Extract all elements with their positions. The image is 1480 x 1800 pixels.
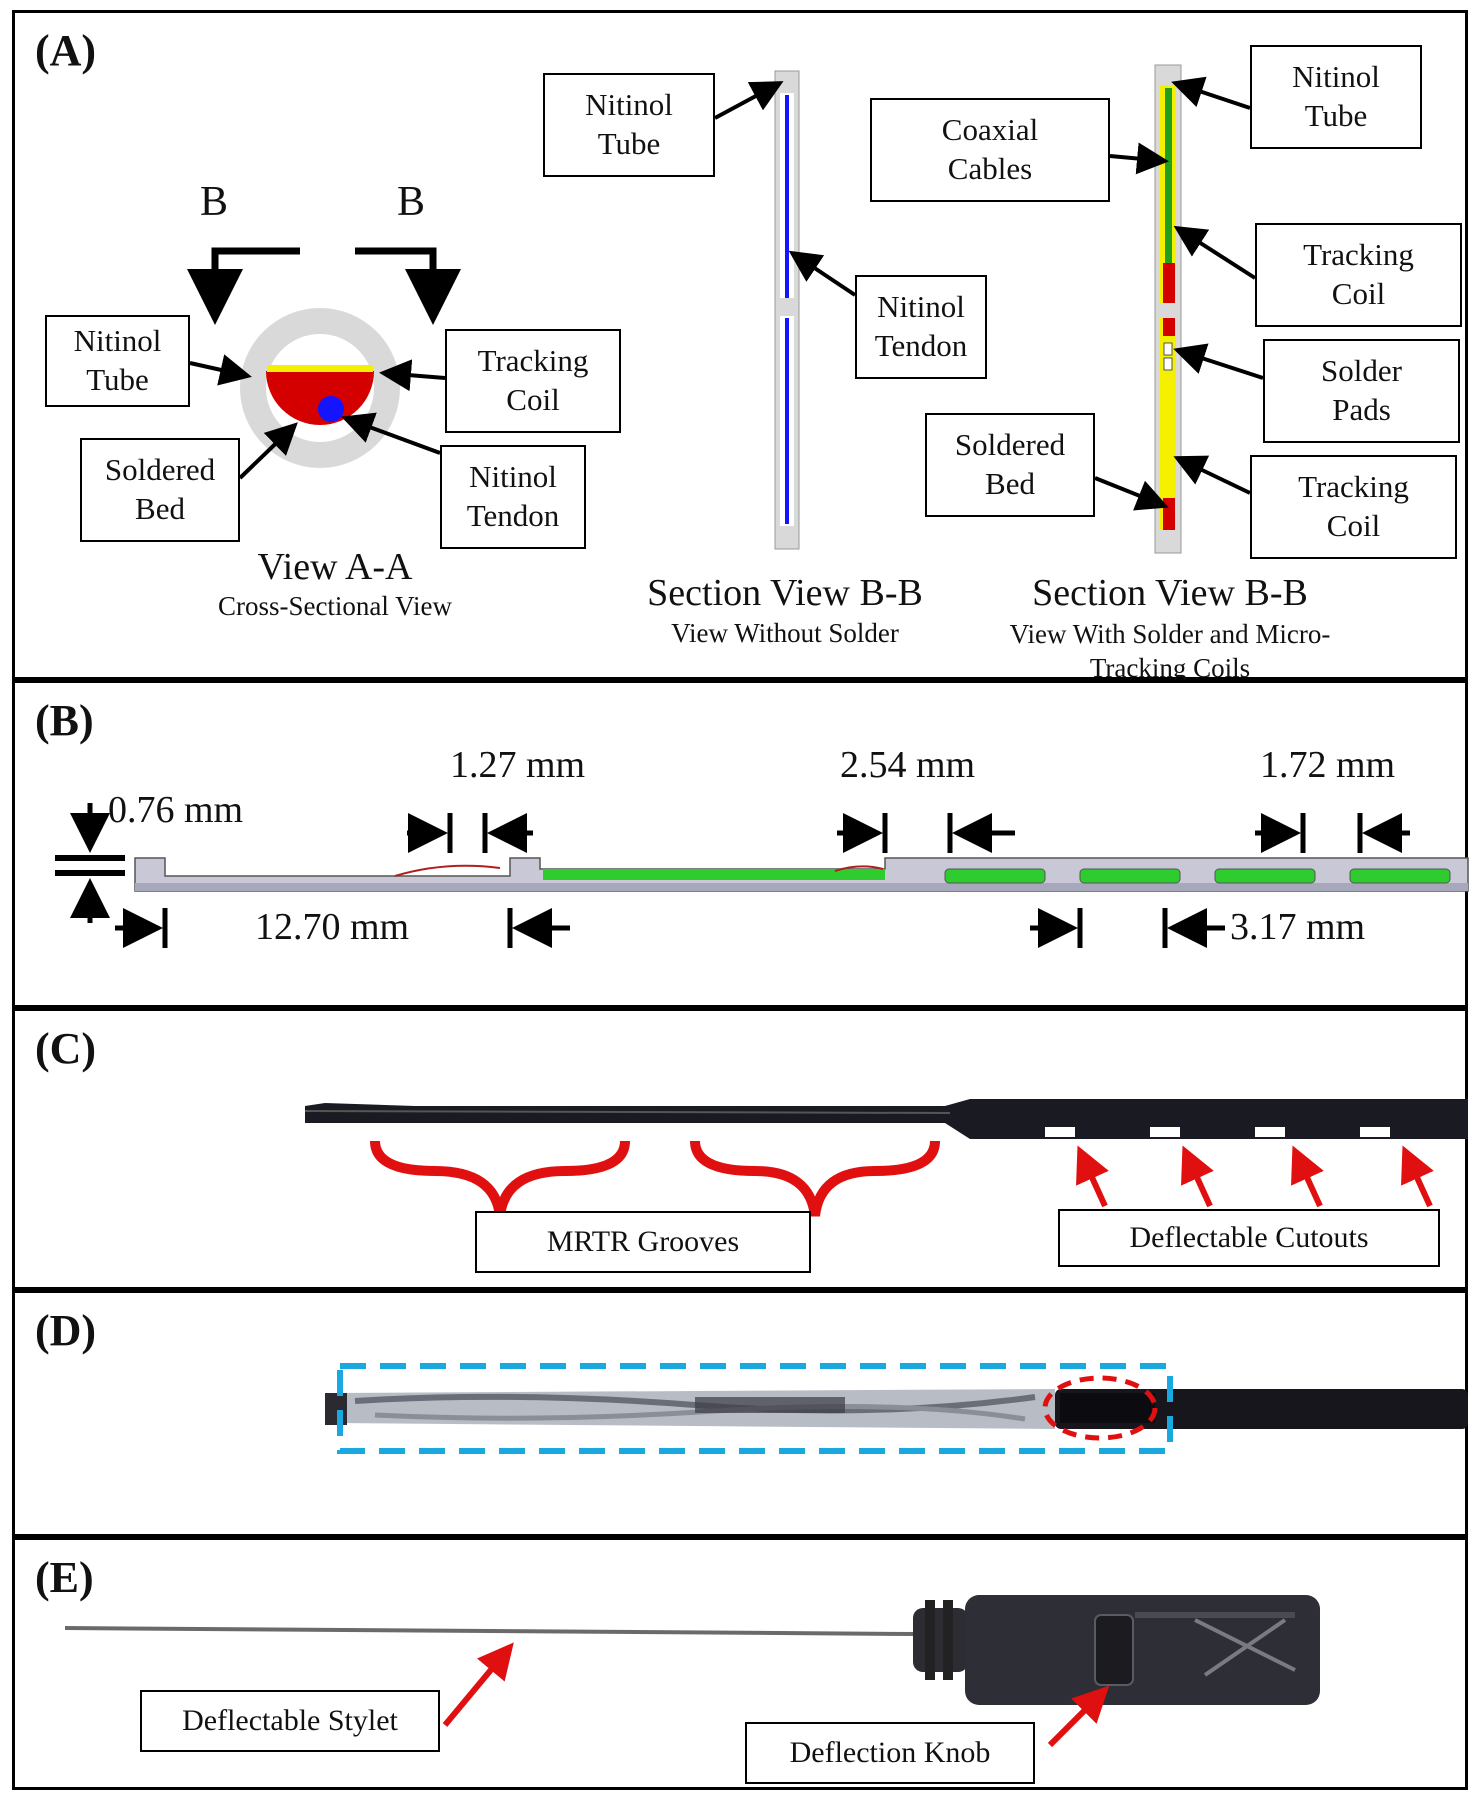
mrtr-groove-green xyxy=(543,869,885,880)
dim-2-54: 2.54 mm xyxy=(840,744,976,786)
dim-1-72: 1.72 mm xyxy=(1260,744,1396,786)
dim-12-70: 12.70 mm xyxy=(255,906,410,948)
stylet-photo xyxy=(305,1099,1468,1139)
label-tracking-coil-a: Tracking Coil xyxy=(445,329,621,433)
section-mark-right: B xyxy=(397,179,426,225)
arrow-bed xyxy=(238,422,298,480)
cutout-arrow-4 xyxy=(1401,1145,1434,1208)
section-mark-left: B xyxy=(200,179,229,225)
section-with-solder-subtitle: View With Solder and Micro- Tracking Coi… xyxy=(1009,619,1331,683)
groove-bracket-1 xyxy=(370,1140,630,1217)
stylet-assembly-drawing xyxy=(325,1363,1468,1454)
stylet-outer xyxy=(1055,1389,1468,1429)
label-nitinol-tendon-b: Nitinol Tendon xyxy=(855,275,987,379)
section-bracket-right xyxy=(355,247,461,325)
coaxial-wire xyxy=(394,864,501,877)
dim-1-27: 1.27 mm xyxy=(450,744,586,786)
label-deflectable-cutouts: Deflectable Cutouts xyxy=(1058,1209,1440,1267)
panel-e: (E) Deflectable Stylet Deflection Knob xyxy=(12,1537,1468,1790)
label-ws-coaxial-cables: Coaxial Cables xyxy=(870,98,1110,202)
coaxial-wire-2 xyxy=(834,865,884,872)
cutout-arrow-2 xyxy=(1181,1145,1214,1208)
cutout-arrow-3 xyxy=(1291,1145,1324,1208)
panel-c: (C) MRTR Grooves Deflectable Cutouts xyxy=(12,1008,1468,1290)
arrow-no-solder-tendon xyxy=(788,250,857,297)
section-no-solder-drawing xyxy=(774,70,800,550)
arrow-ws-bed xyxy=(1094,476,1169,511)
label-mrtr-grooves: MRTR Grooves xyxy=(475,1211,811,1273)
dim-0-76: 0.76 mm xyxy=(108,789,244,831)
arrow-coil xyxy=(379,359,446,392)
panel-label-a: (A) xyxy=(35,26,97,75)
arrow-ws-coil2 xyxy=(1173,455,1251,495)
section-no-solder-title: Section View B-B xyxy=(647,572,923,614)
label-ws-tracking-coil-2: Tracking Coil xyxy=(1250,455,1457,559)
cross-section-drawing xyxy=(187,64,1264,554)
stylet-dimension-drawing xyxy=(55,803,1469,948)
section-with-solder-title: Section View B-B xyxy=(1032,572,1308,614)
label-deflection-knob: Deflection Knob xyxy=(745,1722,1035,1784)
view-aa-title: View A-A xyxy=(257,546,413,588)
cutout-arrow-1 xyxy=(1076,1145,1109,1208)
section-bracket-left xyxy=(187,247,300,325)
stylet-wire xyxy=(65,1626,915,1636)
deflectable-cutouts xyxy=(944,868,1451,884)
panel-label-b: (B) xyxy=(35,696,94,745)
panel-label-d: (D) xyxy=(35,1306,97,1355)
knob-arrow xyxy=(1047,1685,1110,1748)
view-aa-subtitle: Cross-Sectional View xyxy=(217,591,453,621)
tendon-dot xyxy=(318,396,344,422)
highlight-ellipse xyxy=(1042,1375,1158,1441)
label-nitinol-tube-a: Nitinol Tube xyxy=(45,315,190,407)
label-nitinol-tendon-a: Nitinol Tendon xyxy=(440,445,586,549)
handle-body xyxy=(965,1595,1320,1705)
soldered-bed-shape xyxy=(266,371,374,425)
label-deflectable-stylet: Deflectable Stylet xyxy=(140,1690,440,1752)
arrow-tendon xyxy=(341,412,441,455)
dashed-region-box xyxy=(337,1363,1173,1454)
label-soldered-bed-a: Soldered Bed xyxy=(80,438,240,542)
stylet-handle-drawing xyxy=(65,1595,1320,1748)
panel-label-e: (E) xyxy=(35,1553,94,1602)
groove-bracket-2 xyxy=(690,1140,940,1217)
tracking-coil-band xyxy=(267,365,373,372)
label-ws-nitinol-tube: Nitinol Tube xyxy=(1250,45,1422,149)
dim-3-17: 3.17 mm xyxy=(1230,906,1366,948)
label-ws-tracking-coil-1: Tracking Coil xyxy=(1255,223,1462,327)
section-with-solder-drawing xyxy=(1154,64,1182,554)
stylet-shadow xyxy=(135,883,1468,891)
label-ws-solder-pads: Solder Pads xyxy=(1263,339,1460,443)
arrow-tube xyxy=(189,354,252,386)
arrow-ws-coil1 xyxy=(1173,225,1257,280)
panel-label-c: (C) xyxy=(35,1024,97,1073)
panel-a: (A) B B xyxy=(12,10,1468,683)
arrow-no-solder-tube xyxy=(714,81,784,120)
arrow-ws-pads xyxy=(1173,343,1264,380)
label-nitinol-tube-b: Nitinol Tube xyxy=(543,73,715,177)
deflection-knob xyxy=(913,1608,968,1672)
stylet-arrow xyxy=(442,1642,514,1727)
arrow-ws-tube xyxy=(1171,76,1251,110)
label-ws-soldered-bed: Soldered Bed xyxy=(925,413,1095,517)
panel-b: (B) xyxy=(12,680,1469,1008)
arrow-ws-cables xyxy=(1109,142,1169,175)
panel-d: (D) xyxy=(12,1290,1468,1537)
section-no-solder-subtitle: View Without Solder xyxy=(671,618,899,648)
